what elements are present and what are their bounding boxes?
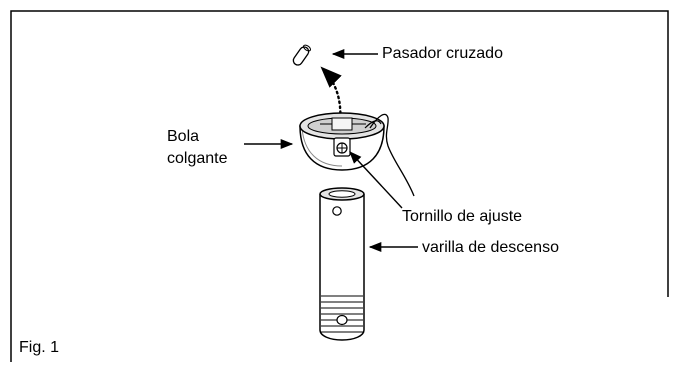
cross-pin-illustration (292, 44, 312, 66)
figure-caption: Fig. 1 (19, 339, 60, 356)
hanger-ball-label-line2: colgante (167, 150, 228, 167)
set-screw-label: Tornillo de ajuste (402, 208, 523, 225)
downrod-label: varilla de descenso (422, 239, 559, 256)
figure-frame (10, 10, 669, 362)
hanger-ball-label-line1: Bola (167, 128, 200, 145)
set-screw-leader-arrow (349, 151, 403, 209)
cross-pin-label: Pasador cruzado (382, 45, 503, 62)
downrod-illustration (319, 187, 365, 341)
hanger-ball-illustration (299, 112, 415, 197)
